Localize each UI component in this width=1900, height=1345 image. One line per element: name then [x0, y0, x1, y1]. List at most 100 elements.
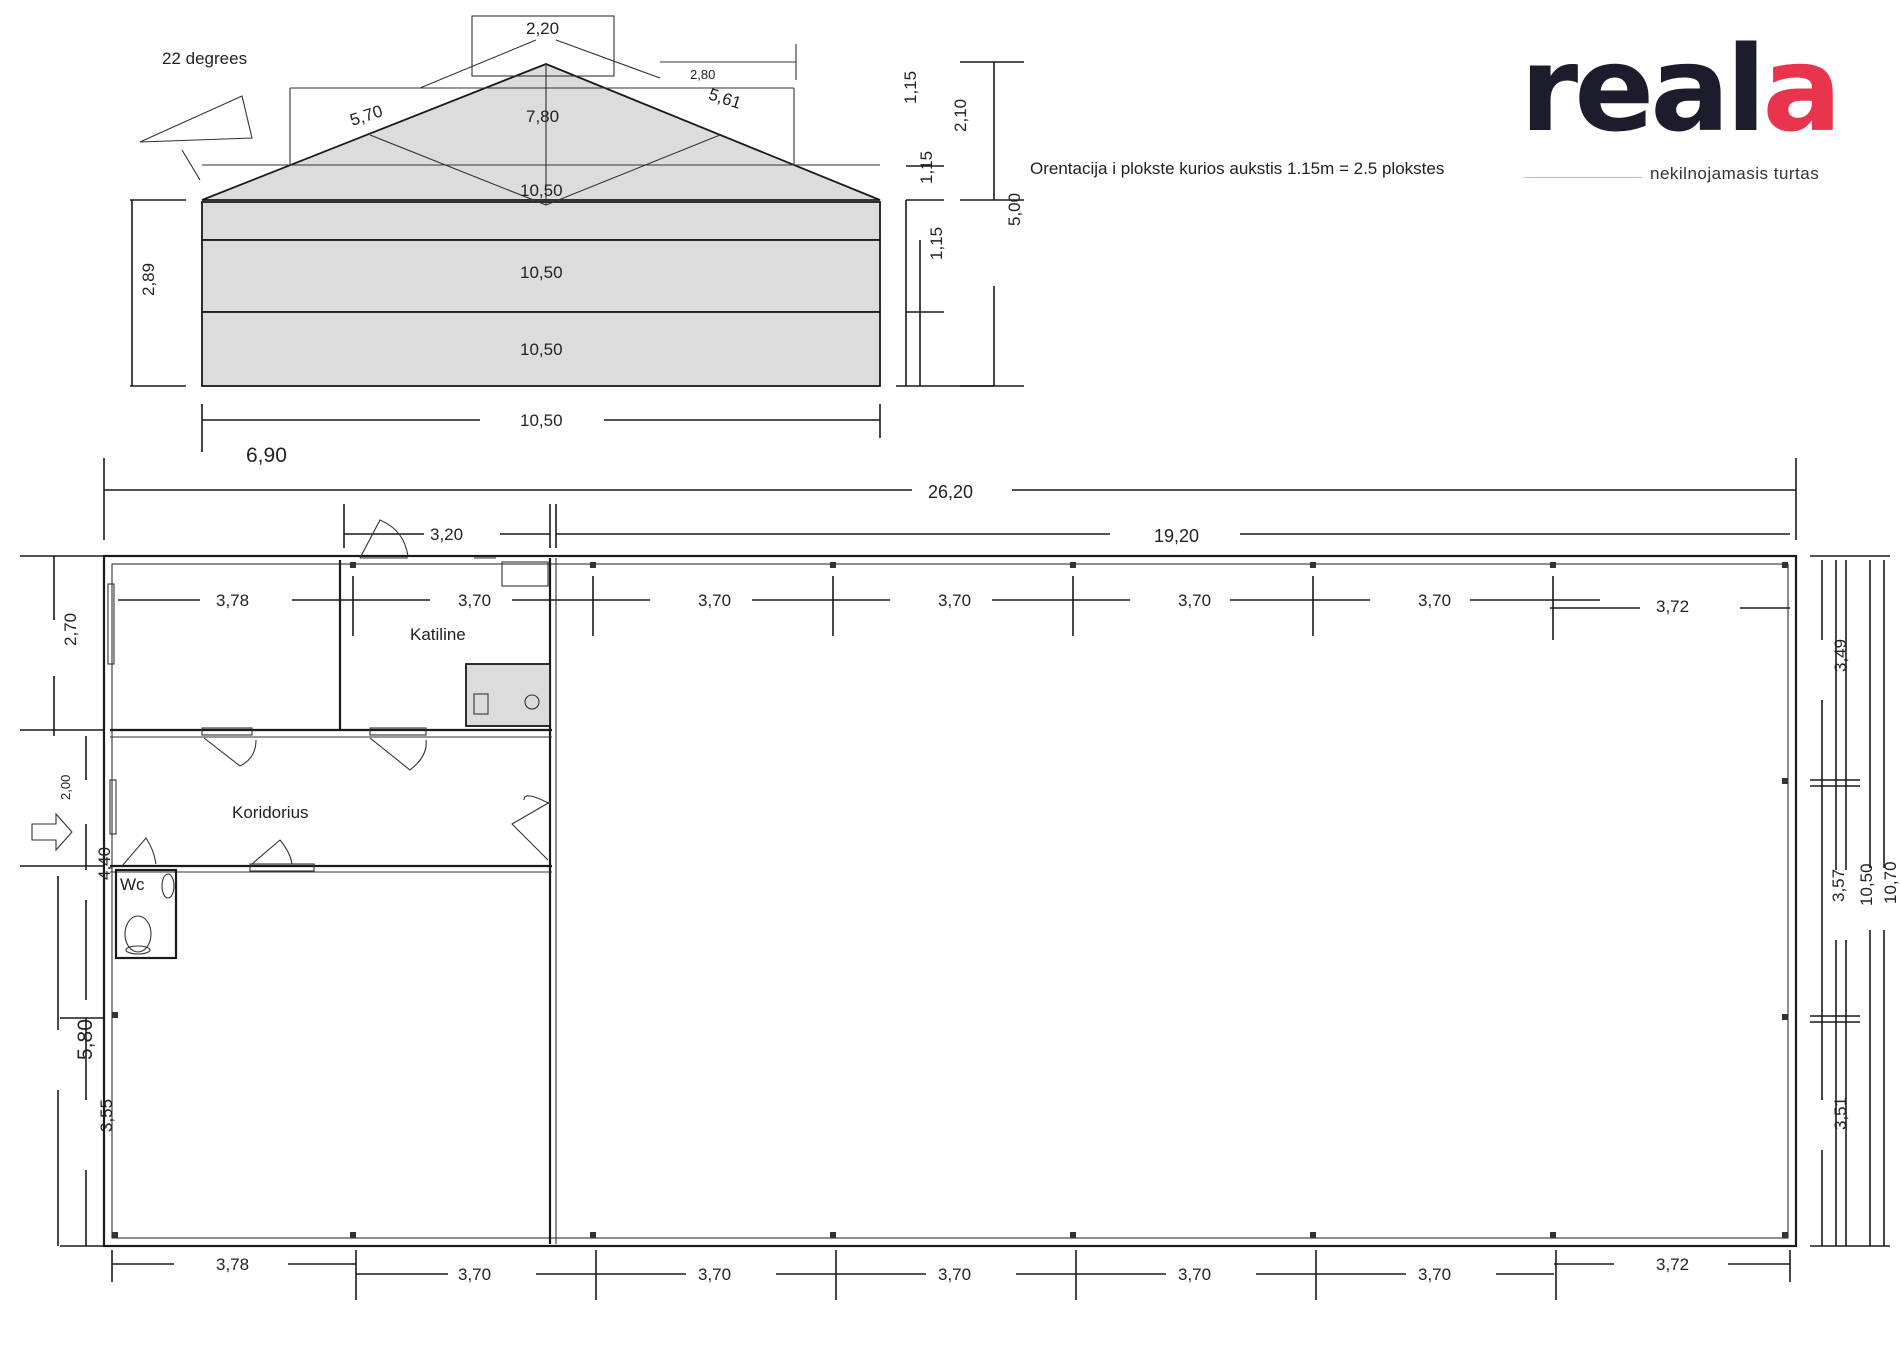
entrance-arrow-icon	[31, 812, 73, 852]
dim-h-roof: 2,10	[951, 99, 970, 132]
dim-left-d: 5,80	[74, 1019, 97, 1060]
dim-left-height: 2,89	[139, 263, 158, 296]
column-post	[1550, 562, 1556, 568]
toilet-base	[125, 945, 151, 955]
boiler-vent	[501, 561, 549, 587]
door-swing	[251, 839, 293, 865]
logo-wordmark-accent: a	[1762, 20, 1842, 158]
sink-icon	[161, 873, 175, 899]
room-label-wc: Wc	[120, 875, 145, 894]
dim-right-slope: 5,61	[706, 85, 743, 113]
dim-seg-right-top: 19,20	[1154, 526, 1199, 546]
roof-brace-left	[369, 134, 547, 206]
dim-top-3: 3,70	[698, 591, 731, 610]
door-swing-arc	[523, 795, 551, 805]
boiler-gauge	[524, 694, 540, 710]
column-post	[1782, 1014, 1788, 1020]
dim-left-slope: 5,70	[348, 101, 385, 129]
dim-offset: 6,90	[246, 444, 287, 467]
column-post	[1310, 1232, 1316, 1238]
wall-panel-top	[201, 201, 881, 241]
wall-panel-middle	[201, 239, 881, 313]
angle-label: 22 degrees	[162, 49, 247, 68]
dim-h-low: 1,15	[927, 227, 946, 260]
angle-marker	[139, 95, 253, 143]
ridge-cap-frame	[471, 15, 615, 77]
angle-marker-leg	[181, 149, 201, 181]
logo-wordmark: reala	[1520, 30, 1842, 148]
dim-total-length: 26,20	[928, 482, 973, 502]
dim-right-b: 3,57	[1829, 869, 1848, 902]
dim-bottom-6: 3,70	[1418, 1265, 1451, 1284]
dim-left-a: 2,70	[61, 613, 80, 646]
dim-h-mid: 1,15	[917, 151, 936, 184]
column-post	[830, 1232, 836, 1238]
dim-right-a: 3,49	[1831, 639, 1850, 672]
column-post	[590, 1232, 596, 1238]
dim-ridge-top: 2,20	[526, 19, 559, 38]
roof-slope-dim-left	[419, 39, 537, 89]
dim-right-d: 10,70	[1881, 861, 1900, 904]
boiler-panel	[473, 693, 489, 715]
dim-left-c: 4,40	[95, 847, 114, 880]
door-opening	[369, 727, 427, 736]
dim-top-6: 3,70	[1418, 591, 1451, 610]
column-post	[1070, 562, 1076, 568]
dim-seg-left-top: 3,20	[430, 525, 463, 544]
column-post	[1070, 1232, 1076, 1238]
toilet-icon	[124, 915, 152, 953]
dim-top-5: 3,70	[1178, 591, 1211, 610]
column-post	[350, 562, 356, 568]
wall-panel-bottom	[201, 311, 881, 387]
floor-plan: 26,20 3,20 19,20 3,78 3,70 3,70 3,70 3,7…	[20, 458, 1900, 1300]
dim-left-b: 2,00	[58, 775, 73, 800]
roof-slope-dim-right	[555, 39, 661, 79]
dim-bottom-5: 3,70	[1178, 1265, 1211, 1284]
column-post	[1550, 1232, 1556, 1238]
dim-ridge-width: 7,80	[526, 107, 559, 126]
column-post	[1782, 1232, 1788, 1238]
dim-top-4: 3,70	[938, 591, 971, 610]
column-post	[112, 1012, 118, 1018]
column-post	[590, 562, 596, 568]
panel-note: Orentacija i plokste kurios aukstis 1.15…	[1030, 159, 1444, 178]
dim-row2: 10,50	[520, 263, 563, 282]
dim-row1: 10,50	[520, 181, 563, 200]
boiler-unit	[465, 663, 551, 727]
dim-right-e: 3,51	[1831, 1097, 1850, 1130]
dim-right-top: 2,80	[690, 67, 715, 82]
dim-bottom-4: 3,70	[938, 1265, 971, 1284]
window-mark	[107, 583, 115, 665]
door-opening	[249, 863, 315, 872]
top-module-dims	[118, 576, 1790, 640]
dim-top-7: 3,72	[1656, 597, 1689, 616]
left-side-dims	[20, 555, 104, 1247]
dim-bottom-2: 3,70	[458, 1265, 491, 1284]
door-swing	[203, 737, 257, 767]
column-post	[1782, 778, 1788, 784]
dim-row3: 10,50	[520, 340, 563, 359]
dim-left-e: 3,55	[97, 1099, 116, 1132]
column-post	[350, 1232, 356, 1238]
dim-h-top: 1,15	[901, 71, 920, 104]
dim-base-width: 10,50	[520, 411, 563, 430]
door-opening	[201, 727, 253, 736]
dim-top-1: 3,78	[216, 591, 249, 610]
column-post	[112, 1232, 118, 1238]
column-post	[1310, 562, 1316, 568]
room-label-boiler: Katiline	[410, 625, 466, 644]
wc-room	[114, 868, 178, 960]
roof-gable	[201, 63, 881, 201]
dim-top-2: 3,70	[458, 591, 491, 610]
dim-bottom-1: 3,78	[216, 1255, 249, 1274]
elevation-drawing: 22 degrees Orentacija i plokste kurios a…	[130, 15, 1444, 467]
outer-wall	[102, 554, 1798, 1248]
roof-brace-right	[545, 134, 721, 206]
dim-total-height: 5,00	[1005, 193, 1024, 226]
outer-wall-inner	[111, 563, 1789, 1239]
door-swing	[369, 737, 427, 771]
wc-door-swing	[121, 837, 157, 867]
dim-bottom-7: 3,72	[1656, 1255, 1689, 1274]
door-swing	[359, 519, 409, 559]
